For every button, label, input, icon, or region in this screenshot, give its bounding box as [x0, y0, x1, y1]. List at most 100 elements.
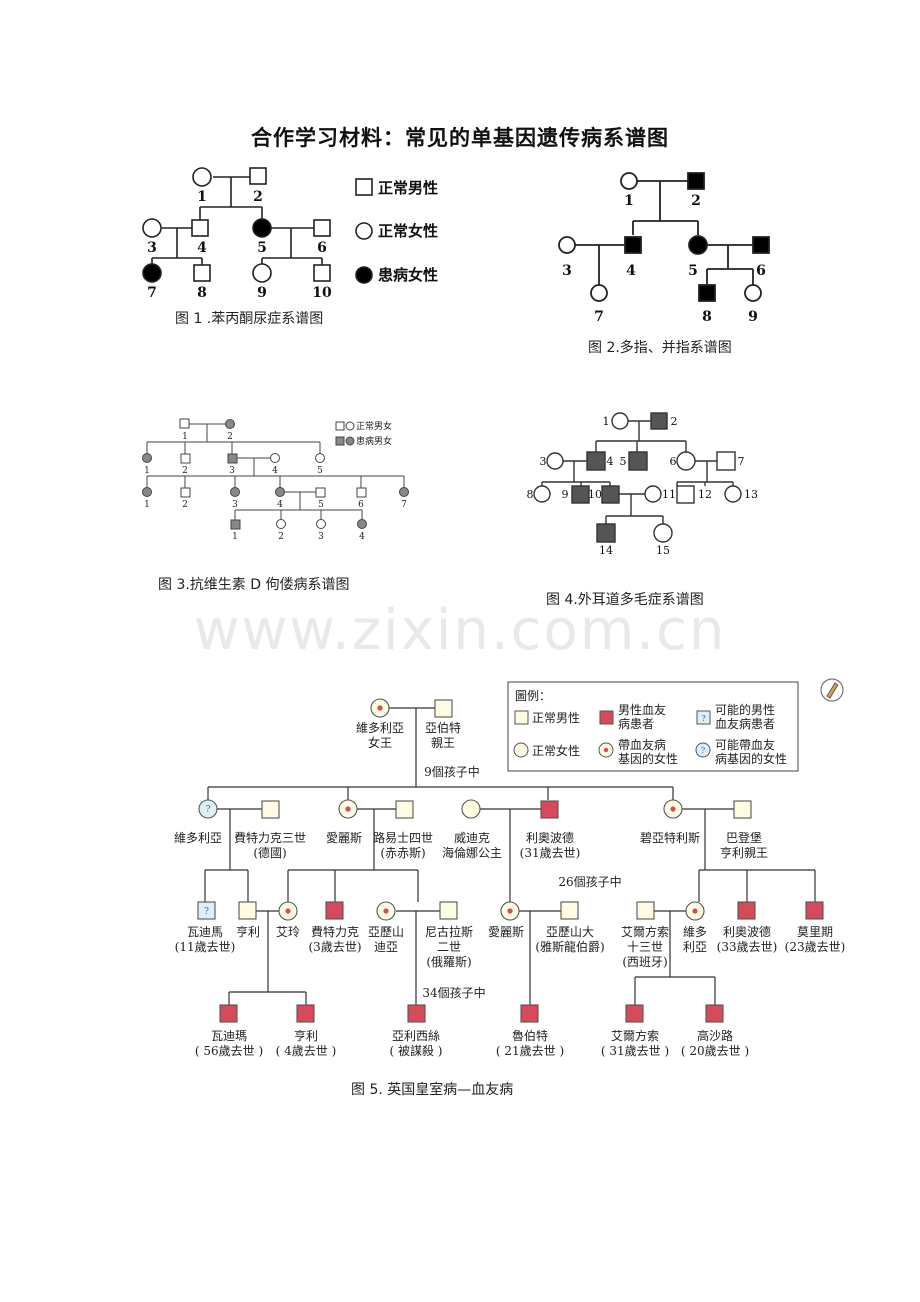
figure-4-pedigree: 1 2 3 4 5 6 7 8 9 10 11 12 13 14 15: [527, 412, 758, 557]
f5-nicholas-l2: 二世: [437, 940, 461, 954]
f1-label-8: 8: [197, 285, 207, 301]
f3-legend-affected: 患病男女: [356, 435, 392, 447]
f3-legend-normal: 正常男女: [356, 420, 392, 432]
svg-text:?: ?: [701, 746, 705, 755]
f4-label-7: 7: [738, 455, 745, 468]
f1-label-6: 6: [317, 240, 327, 256]
f3-label-ii4: 4: [272, 466, 278, 476]
f5-legend-normal-male: 正常男性: [532, 711, 580, 725]
f1-label-7: 7: [147, 285, 157, 301]
f5-leopold2-l2: (33歲去世): [717, 940, 778, 954]
f4-label-2: 2: [671, 415, 678, 428]
f5-gonzalo-l2: ( 20歲去世 ): [681, 1044, 749, 1058]
f5-leopold-l1: 利奧波德: [526, 830, 574, 845]
f5-victoria-l1: 維多利亞: [356, 721, 404, 735]
f2-label-2: 2: [691, 193, 701, 209]
f5-albert-l2: 親王: [431, 736, 455, 750]
f3-label-iv4: 4: [359, 532, 365, 542]
f5-nicholas-l3: (俄羅斯): [426, 955, 471, 969]
figure-4-caption: 图 4.外耳道多毛症系谱图: [546, 592, 704, 608]
f1-label-3: 3: [147, 240, 157, 256]
f4-label-11: 11: [662, 488, 676, 501]
f5-leopold-l2: (31歲去世): [520, 846, 581, 860]
svg-text:?: ?: [204, 907, 209, 917]
f1-legend-normal-female: 正常女性: [378, 222, 438, 240]
f5-alfonso13-l1: 艾爾方索: [621, 924, 669, 939]
figure-5-hemophilia-pedigree: ? ? 維多利亞 女王 亞伯特 親王 9個孩子中 維多利亞 費特力克三世 (德國…: [174, 678, 846, 1058]
f5-maurice-l1: 莫里期: [797, 925, 833, 939]
f5-alfonso13-l2: 十三世: [627, 940, 663, 954]
f5-legend-possible-male-l1: 可能的男性: [715, 702, 775, 717]
f5-beatrice: 碧亞特利斯: [640, 830, 700, 845]
f5-nicholas-l1: 尼古拉斯: [425, 924, 473, 939]
f5-legend-possible-carrier-l1: 可能帶血友: [715, 738, 775, 752]
f4-label-1: 1: [603, 415, 610, 428]
f3-label-iii3: 3: [232, 500, 238, 510]
f5-legend-title: 圖例：: [515, 689, 551, 703]
figure-1-pedigree: 1 2 3 4 5 6 7 8 9 10 正常男性 正常女性 患病女性: [142, 167, 438, 301]
f5-maurice-l2: (23歲去世): [785, 940, 846, 954]
f5-fritz2-l1: 費特力克: [311, 924, 359, 939]
f5-legend-hemo-male-l1: 男性血友: [618, 703, 666, 717]
f5-alfonso-l2: ( 31歲去世 ): [601, 1044, 669, 1058]
f5-irene: 艾玲: [276, 925, 300, 939]
f5-ludwig-l2: (赤赤斯): [380, 846, 425, 860]
f1-label-2: 2: [253, 189, 263, 205]
f5-victoria3-l1: 維多: [683, 925, 707, 939]
f4-label-13: 13: [744, 488, 758, 501]
f5-alice: 愛麗斯: [326, 831, 362, 845]
f5-henry-b-l2: 亨利親王: [720, 845, 768, 860]
f3-label-2: 2: [227, 432, 233, 442]
f1-label-5: 5: [257, 240, 267, 256]
f4-label-8: 8: [527, 488, 534, 501]
svg-text:?: ?: [206, 805, 211, 815]
f2-label-5: 5: [688, 263, 698, 279]
f5-legend-hemo-male-l2: 病患者: [618, 716, 654, 731]
f4-label-6: 6: [670, 455, 677, 468]
figure-1-caption: 图 1 .苯丙酮尿症系谱图: [175, 311, 324, 327]
f3-label-iv1: 1: [232, 532, 238, 542]
f4-label-14: 14: [599, 544, 613, 557]
f2-label-8: 8: [702, 309, 712, 325]
f3-label-iii1: 1: [144, 500, 150, 510]
f5-legend-carrier-l1: 帶血友病: [618, 737, 666, 752]
f5-waldeck-l1: 威迪克: [454, 831, 490, 845]
f5-legend-possible-male-l2: 血友病患者: [715, 716, 775, 731]
f5-victoria2: 維多利亞: [174, 831, 222, 845]
f5-victoria-l2: 女王: [368, 735, 392, 750]
f2-label-6: 6: [756, 263, 766, 279]
f3-label-ii5: 5: [317, 466, 323, 476]
f1-label-10: 10: [312, 285, 332, 301]
f5-waldemar2-l1: 瓦迪瑪: [211, 1029, 247, 1043]
f5-alexander-l1: 亞歷山大: [546, 925, 594, 939]
edit-icon: [820, 678, 844, 702]
f5-albert-l1: 亞伯特: [425, 720, 461, 735]
svg-text:?: ?: [701, 714, 705, 723]
f4-label-9: 9: [562, 488, 569, 501]
f4-label-3: 3: [540, 455, 547, 468]
f5-legend-box: [507, 681, 799, 772]
f5-alexandra-l2: 迪亞: [374, 940, 398, 954]
f5-alfonso13-l3: (西班牙): [622, 955, 667, 969]
f3-label-ii3: 3: [229, 466, 235, 476]
f5-alice2: 愛麗斯: [488, 925, 524, 939]
f1-legend-normal-male: 正常男性: [378, 179, 438, 197]
f4-label-4: 4: [607, 455, 614, 468]
f1-label-9: 9: [257, 285, 267, 301]
f3-label-iii2: 2: [182, 500, 188, 510]
f5-rupert-l1: 魯伯特: [512, 1028, 548, 1043]
f5-rupert-l2: ( 21歲去世 ): [496, 1044, 564, 1058]
f5-henry: 亨利: [236, 924, 260, 939]
f5-thirty-four: 34個孩子中: [422, 985, 485, 1000]
f3-label-1: 1: [182, 432, 188, 442]
f3-label-iii5: 5: [318, 500, 324, 510]
f4-label-15: 15: [656, 544, 670, 557]
f2-label-7: 7: [594, 309, 604, 325]
f5-victoria3-l2: 利亞: [683, 940, 707, 954]
f4-label-5: 5: [620, 455, 627, 468]
f5-alexander-l2: (雅斯龍伯爵): [535, 939, 604, 954]
f3-label-iii7: 7: [401, 500, 407, 510]
f5-henry-b-l1: 巴登堡: [726, 830, 762, 845]
f5-nine-children: 9個孩子中: [424, 764, 480, 779]
f2-label-4: 4: [626, 263, 636, 279]
